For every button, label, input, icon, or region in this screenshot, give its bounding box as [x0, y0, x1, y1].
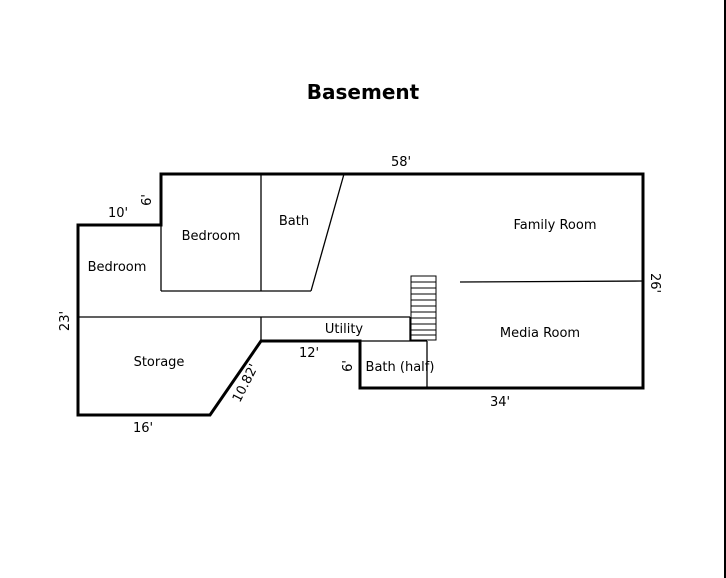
- dim-upper-left-height: 6': [140, 194, 155, 206]
- dim-upper-left-width: 10': [108, 206, 128, 221]
- dim-top: 58': [391, 155, 411, 170]
- stairs: [410, 275, 437, 341]
- dim-left: 23': [58, 311, 73, 331]
- label-bedroom-left: Bedroom: [88, 260, 147, 275]
- dim-bottom-left: 16': [133, 421, 153, 436]
- label-bedroom-upper: Bedroom: [182, 229, 241, 244]
- label-bath-half: Bath (half): [366, 360, 435, 375]
- label-bath: Bath: [279, 214, 309, 229]
- dim-step-height: 6': [341, 360, 356, 372]
- interior-walls: [78, 173, 644, 388]
- label-storage: Storage: [134, 355, 185, 370]
- stairs-outline: [410, 275, 437, 341]
- dim-step-top: 12': [299, 346, 319, 361]
- dim-diagonal: 10.82': [230, 362, 262, 405]
- page-edge: [724, 0, 726, 578]
- label-media-room: Media Room: [500, 326, 580, 341]
- label-family-room: Family Room: [514, 218, 597, 233]
- wall-bath-diagonal: [310, 173, 345, 292]
- dim-right: 26': [647, 273, 662, 293]
- label-utility: Utility: [325, 322, 364, 337]
- plan-title: Basement: [306, 80, 420, 104]
- outer-wall: [76, 172, 645, 417]
- wall-family-media: [459, 280, 644, 283]
- dim-bottom-right: 34': [490, 395, 510, 410]
